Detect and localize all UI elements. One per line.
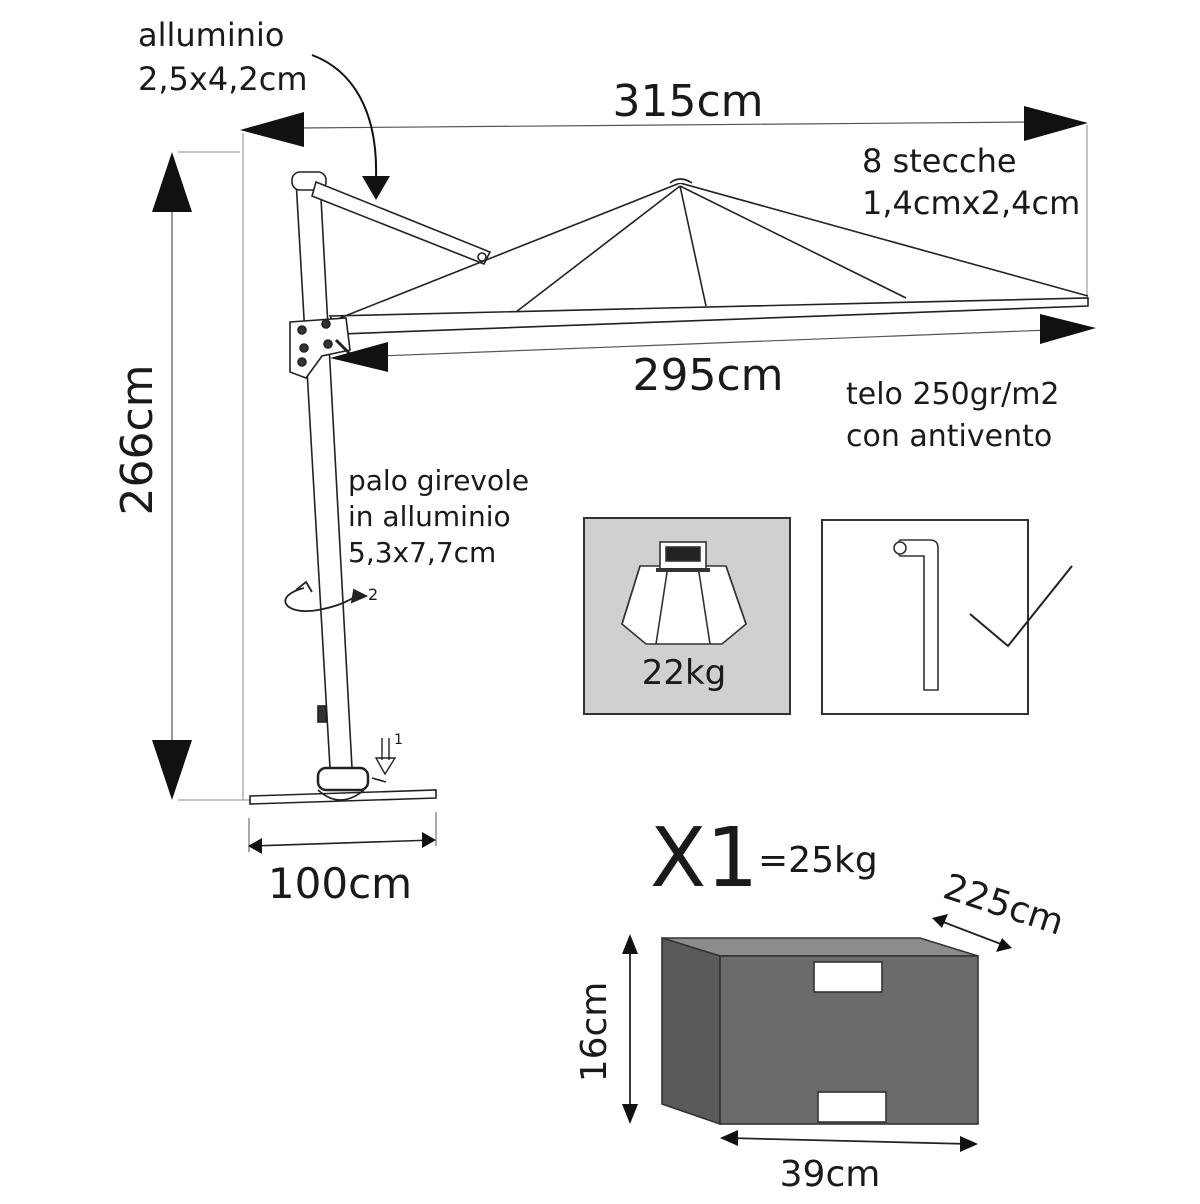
box-side [661,936,721,1126]
ribs-line2: 1,4cmx2,4cm [862,184,1080,222]
frame-pointer-arrow [311,54,378,179]
base-width-dimension [248,812,437,854]
weight-icon [621,541,747,645]
package-box [661,936,979,1126]
pole-line1: palo girevole [348,464,529,497]
package-length-dimension [932,914,1012,952]
umbrella-drawing [249,171,1089,805]
box-handle-top [813,961,883,993]
package-quantity: X1 [650,811,758,906]
arrow-right-icon [1024,106,1088,141]
rotation-icon [284,580,369,612]
arrow-right-icon [1040,314,1096,344]
base-width-label: 100cm [268,859,412,908]
arrow-left-icon [330,342,388,372]
arrow-up-icon [152,152,192,212]
package-weight: =25kg [758,840,878,881]
frame-material-line2: 2,5x4,2cm [138,60,307,98]
pole [295,179,353,769]
height-label: 266cm [112,364,163,515]
package-width-dimension [720,1130,978,1152]
package-height-label: 16cm [574,982,615,1083]
package-length-label: 225cm [938,866,1068,943]
base-hub [316,766,370,792]
top-width-label: 315cm [612,76,763,127]
frame-material-line1: alluminio [138,16,284,54]
rotation-step-label: 2 [368,585,378,604]
base-plate [249,789,437,805]
pedal-step-label: 1 [394,732,403,748]
pedal-arrow-icon [374,738,397,776]
arrow-down-icon [152,740,192,800]
fabric-line2: con antivento [846,419,1052,454]
arrow-down-icon [362,176,390,200]
package-width-label: 39cm [780,1154,881,1195]
top-width-dimension [240,106,1088,800]
base-weight-panel: 22kg [583,517,791,715]
canopy-span-dimension [330,314,1096,372]
arrow-left-icon [240,112,304,147]
base-weight-label: 22kg [642,653,727,693]
tool-panel [821,519,1073,715]
upper-arm [311,180,492,266]
pole-line3: 5,3x7,7cm [348,536,496,569]
ribs-line1: 8 stecche [862,142,1017,180]
lower-arm [328,297,1089,335]
box-handle-bottom [817,1091,887,1123]
pole-line2: in alluminio [348,500,511,533]
canopy-span-label: 295cm [632,350,783,401]
package-height-dimension [622,934,638,1124]
allen-key-icon [893,539,939,691]
checkmark-icon [969,565,1073,648]
height-dimension [152,151,250,801]
fabric-line1: telo 250gr/m2 [846,377,1060,412]
